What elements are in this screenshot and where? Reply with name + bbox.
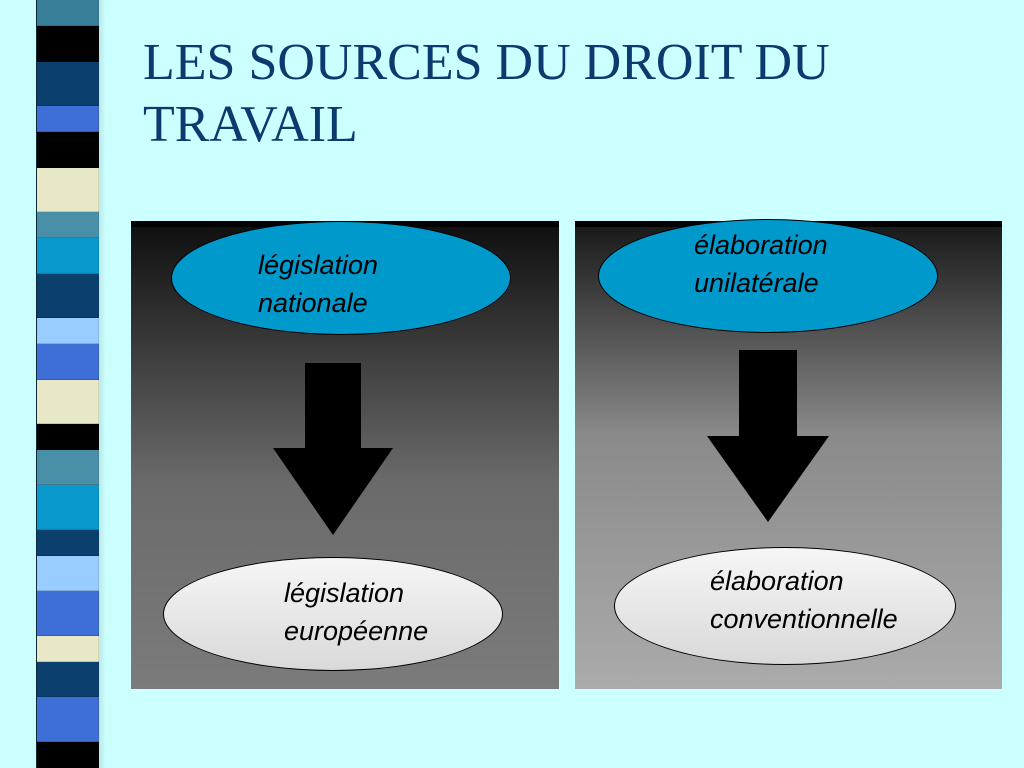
- stripe-segment: [37, 450, 99, 486]
- node-label: élaboration conventionnelle: [710, 562, 898, 638]
- stripe-segment: [37, 0, 99, 27]
- stripe-segment: [37, 662, 99, 698]
- node-label-line: élaboration: [694, 230, 828, 260]
- node-label-line: nationale: [258, 288, 368, 318]
- node-label: législation européenne: [284, 574, 428, 650]
- stripe-segment: [37, 61, 99, 106]
- stripe-segment: [37, 379, 99, 424]
- stripe-segment: [37, 273, 99, 318]
- stripe-segment: [37, 635, 99, 663]
- node-label-line: conventionnelle: [710, 604, 898, 634]
- stripe-segment: [37, 26, 99, 62]
- stripe-segment: [37, 741, 99, 768]
- stripe-segment: [37, 317, 99, 345]
- stripe-segment: [37, 485, 99, 530]
- node-label-line: élaboration: [710, 566, 844, 596]
- stripe-segment: [37, 423, 99, 451]
- down-arrow-icon: [273, 363, 393, 535]
- stripe-bar-shadow: [98, 0, 106, 768]
- decorative-stripe-bar: [36, 0, 99, 768]
- stripe-segment: [37, 556, 99, 592]
- stripe-segment: [37, 529, 99, 557]
- stripe-segment: [37, 167, 99, 212]
- right-flow-panel: élaboration unilatérale élaboration conv…: [575, 219, 1002, 689]
- node-label: élaboration unilatérale: [694, 226, 828, 302]
- node-label-line: européenne: [284, 616, 429, 646]
- stripe-segment: [37, 238, 99, 274]
- stripe-segment: [37, 697, 99, 742]
- node-legislation-nationale: législation nationale: [171, 221, 511, 335]
- down-arrow-icon: [707, 350, 829, 522]
- stripe-segment: [37, 105, 99, 133]
- slide-title: LES SOURCES DU DROIT DU TRAVAIL: [143, 34, 830, 153]
- stripe-segment: [37, 132, 99, 168]
- stripe-segment: [37, 344, 99, 380]
- stripe-segment: [37, 211, 99, 239]
- node-elaboration-conventionnelle: élaboration conventionnelle: [614, 547, 956, 665]
- stripe-segment: [37, 591, 99, 636]
- node-label: législation nationale: [258, 246, 378, 322]
- node-legislation-europeenne: législation européenne: [163, 557, 503, 671]
- left-flow-panel: législation nationale législation europé…: [131, 221, 559, 689]
- node-elaboration-unilaterale: élaboration unilatérale: [598, 219, 938, 333]
- node-label-line: législation: [284, 578, 405, 608]
- node-label-line: législation: [258, 250, 379, 280]
- node-label-line: unilatérale: [694, 268, 819, 298]
